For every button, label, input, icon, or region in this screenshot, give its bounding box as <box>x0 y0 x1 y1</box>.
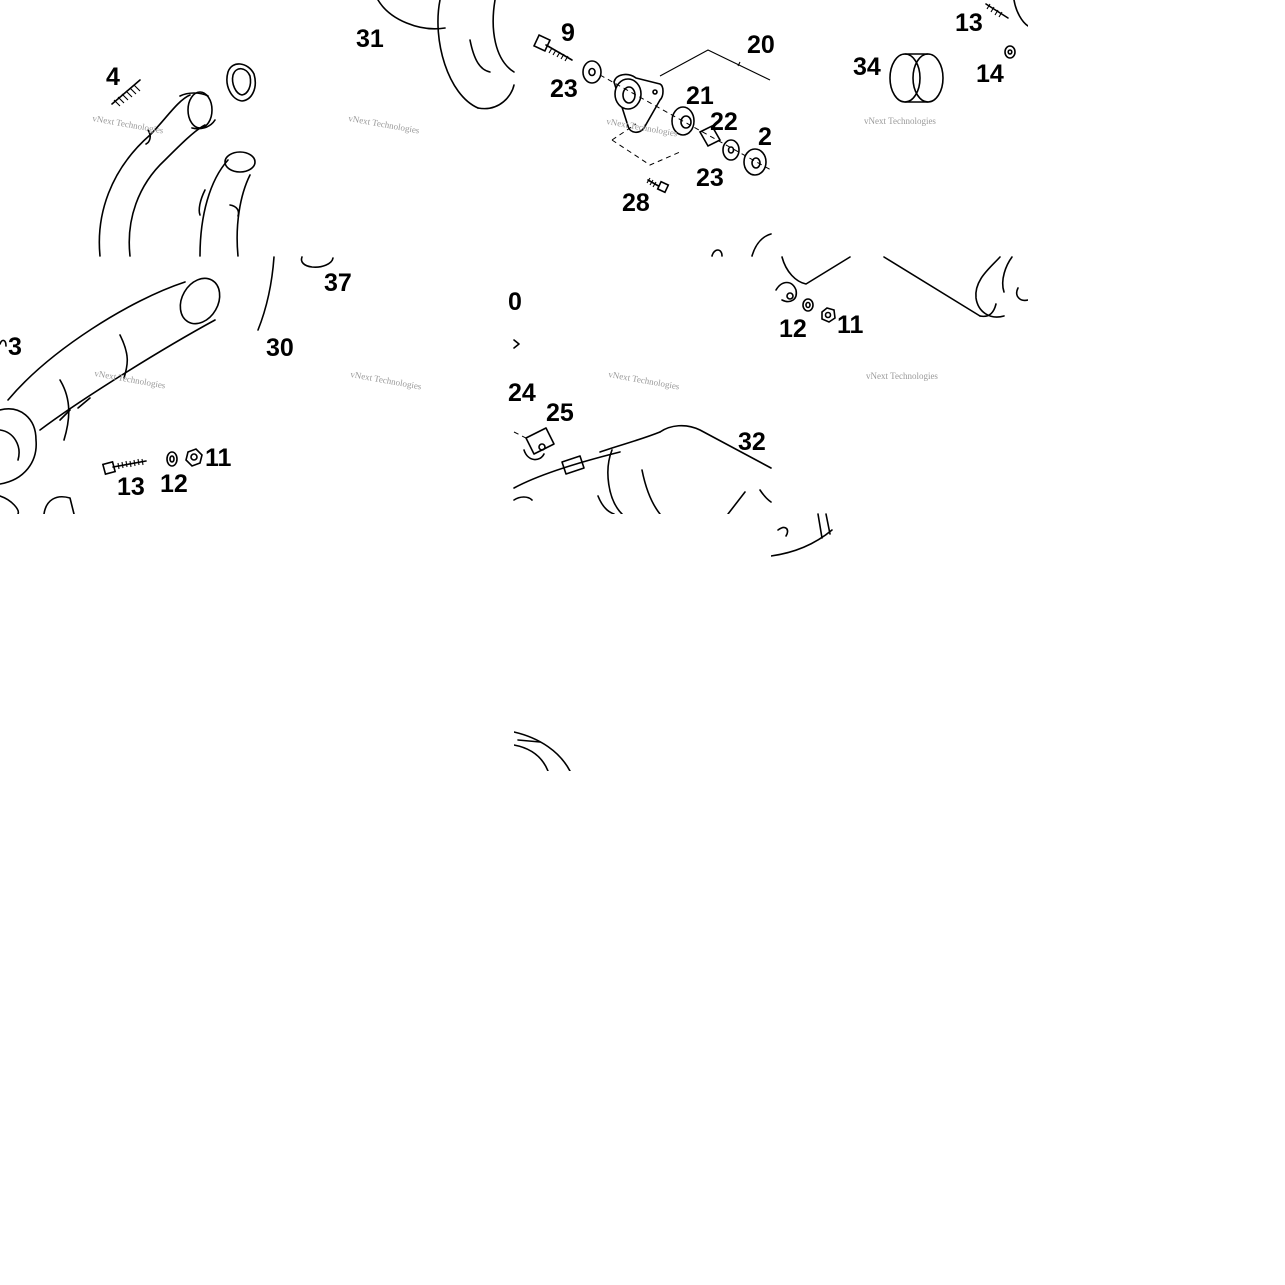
tile-clamp <box>257 256 334 331</box>
washer-part <box>582 60 602 84</box>
callout-12a: 12 <box>779 315 807 343</box>
bolt-part <box>532 33 573 62</box>
watermark: vNext Technologies <box>608 369 681 391</box>
tile-pipe-bend <box>377 0 515 110</box>
tile-muffler-ring <box>889 0 1029 103</box>
watermark: vNext Technologies <box>864 116 936 126</box>
nut-part <box>185 448 203 467</box>
callout-23a: 23 <box>550 75 578 103</box>
callout-34: 34 <box>853 53 881 81</box>
watermark: vNext Technologies <box>606 116 679 138</box>
clip-part <box>523 427 555 461</box>
callout-13b: 13 <box>117 473 145 501</box>
watermark: vNext Technologies <box>92 113 165 135</box>
watermark: vNext Technologies <box>94 368 167 390</box>
tile-muffler-end <box>775 256 1029 323</box>
bracket-part <box>613 73 664 134</box>
callout-30: 30 <box>266 334 294 362</box>
callout-13a: 13 <box>955 9 983 37</box>
callout-31: 31 <box>356 25 384 53</box>
callout-23b: 23 <box>696 164 724 192</box>
callout-14: 14 <box>976 60 1004 88</box>
tile-header-pipes <box>98 63 257 257</box>
callout-28: 28 <box>622 189 650 217</box>
callout-25: 25 <box>546 399 574 427</box>
callout-4: 4 <box>106 63 120 91</box>
tile-tailpipe <box>513 731 571 772</box>
tile-pipe-fragment <box>770 513 833 557</box>
callout-12b: 12 <box>160 470 188 498</box>
bolt-part <box>101 458 147 476</box>
callout-20: 20 <box>747 31 775 59</box>
gasket-part <box>226 63 257 102</box>
tile-muffler <box>513 339 772 515</box>
watermark: vNext Technologies <box>350 369 423 391</box>
spring-part <box>111 79 141 107</box>
callout-11a: 11 <box>837 311 864 339</box>
callout-11b: 11 <box>205 444 232 472</box>
watermark: vNext Technologies <box>348 113 421 135</box>
callout-37: 37 <box>324 269 352 297</box>
callout-21: 21 <box>686 82 714 110</box>
watermarks: vNext Technologies vNext Technologies vN… <box>92 113 939 391</box>
callout-22: 22 <box>710 108 738 136</box>
callout-0: 0 <box>508 288 522 316</box>
tile-y-pipe <box>0 277 221 515</box>
callout-9: 9 <box>561 19 575 47</box>
callout-3: 3 <box>8 333 22 361</box>
callouts: 4 31 9 20 23 21 22 2 23 28 13 34 14 37 3… <box>8 9 1004 501</box>
callout-24: 24 <box>508 379 536 407</box>
bolt-part-small <box>646 177 670 194</box>
tile-bracket-assembly <box>532 33 772 257</box>
callout-2x: 2 <box>758 123 772 151</box>
watermark: vNext Technologies <box>866 371 938 381</box>
ring-part <box>889 53 944 103</box>
callout-32: 32 <box>738 428 766 456</box>
